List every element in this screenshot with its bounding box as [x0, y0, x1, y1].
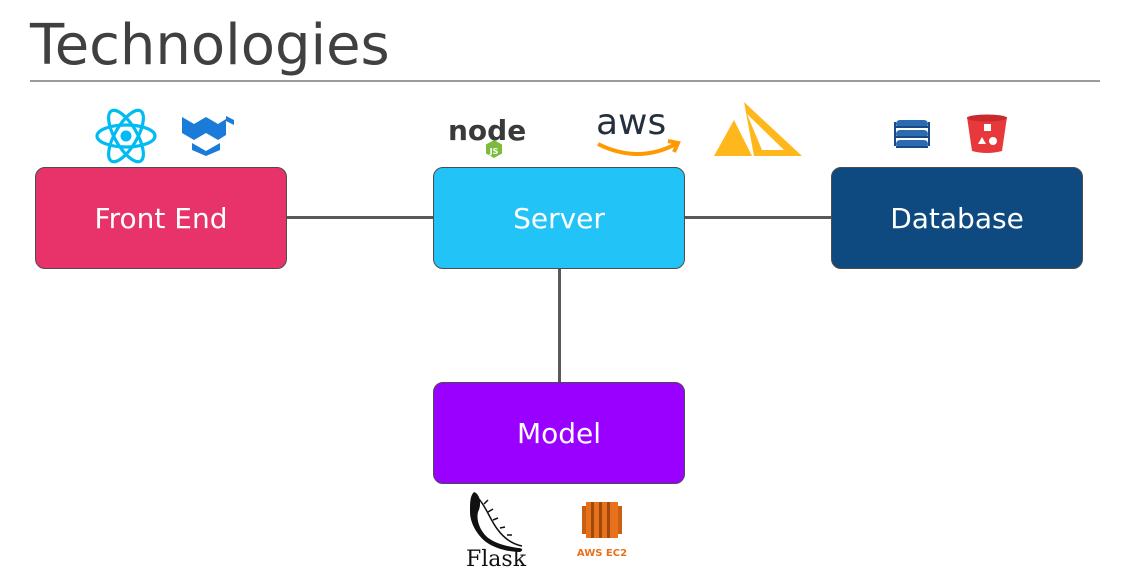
- title-underline: [30, 80, 1100, 82]
- database-label: Database: [890, 201, 1024, 235]
- amplify-icon: [712, 100, 804, 158]
- server-label: Server: [513, 201, 605, 235]
- mui-icon: [180, 114, 236, 156]
- react-icon: [94, 108, 158, 164]
- aws-wordmark: aws: [596, 102, 666, 143]
- frontend-label: Front End: [94, 201, 228, 235]
- flask-icon: Flask: [460, 490, 540, 572]
- connector-frontend-server: [287, 216, 434, 219]
- page-title: Technologies: [30, 13, 390, 78]
- model-label: Model: [516, 416, 602, 450]
- frontend-node[interactable]: Front End: [35, 167, 287, 269]
- svg-text:JS: JS: [489, 147, 499, 156]
- s3-bucket-icon: [964, 113, 1010, 155]
- database-node[interactable]: Database: [831, 167, 1083, 269]
- flask-wordmark: Flask: [466, 547, 527, 572]
- aws-ec2-icon: AWS EC2: [574, 500, 630, 564]
- server-node[interactable]: Server: [433, 167, 685, 269]
- ec2-label: AWS EC2: [577, 548, 627, 559]
- connector-server-model: [558, 269, 561, 382]
- connector-server-database: [685, 216, 832, 219]
- model-node[interactable]: Model: [433, 382, 685, 484]
- nodejs-wordmark: node: [448, 114, 526, 147]
- aws-icon: aws: [594, 102, 686, 162]
- dynamodb-icon: [893, 116, 931, 154]
- nodejs-icon: node JS: [448, 110, 544, 166]
